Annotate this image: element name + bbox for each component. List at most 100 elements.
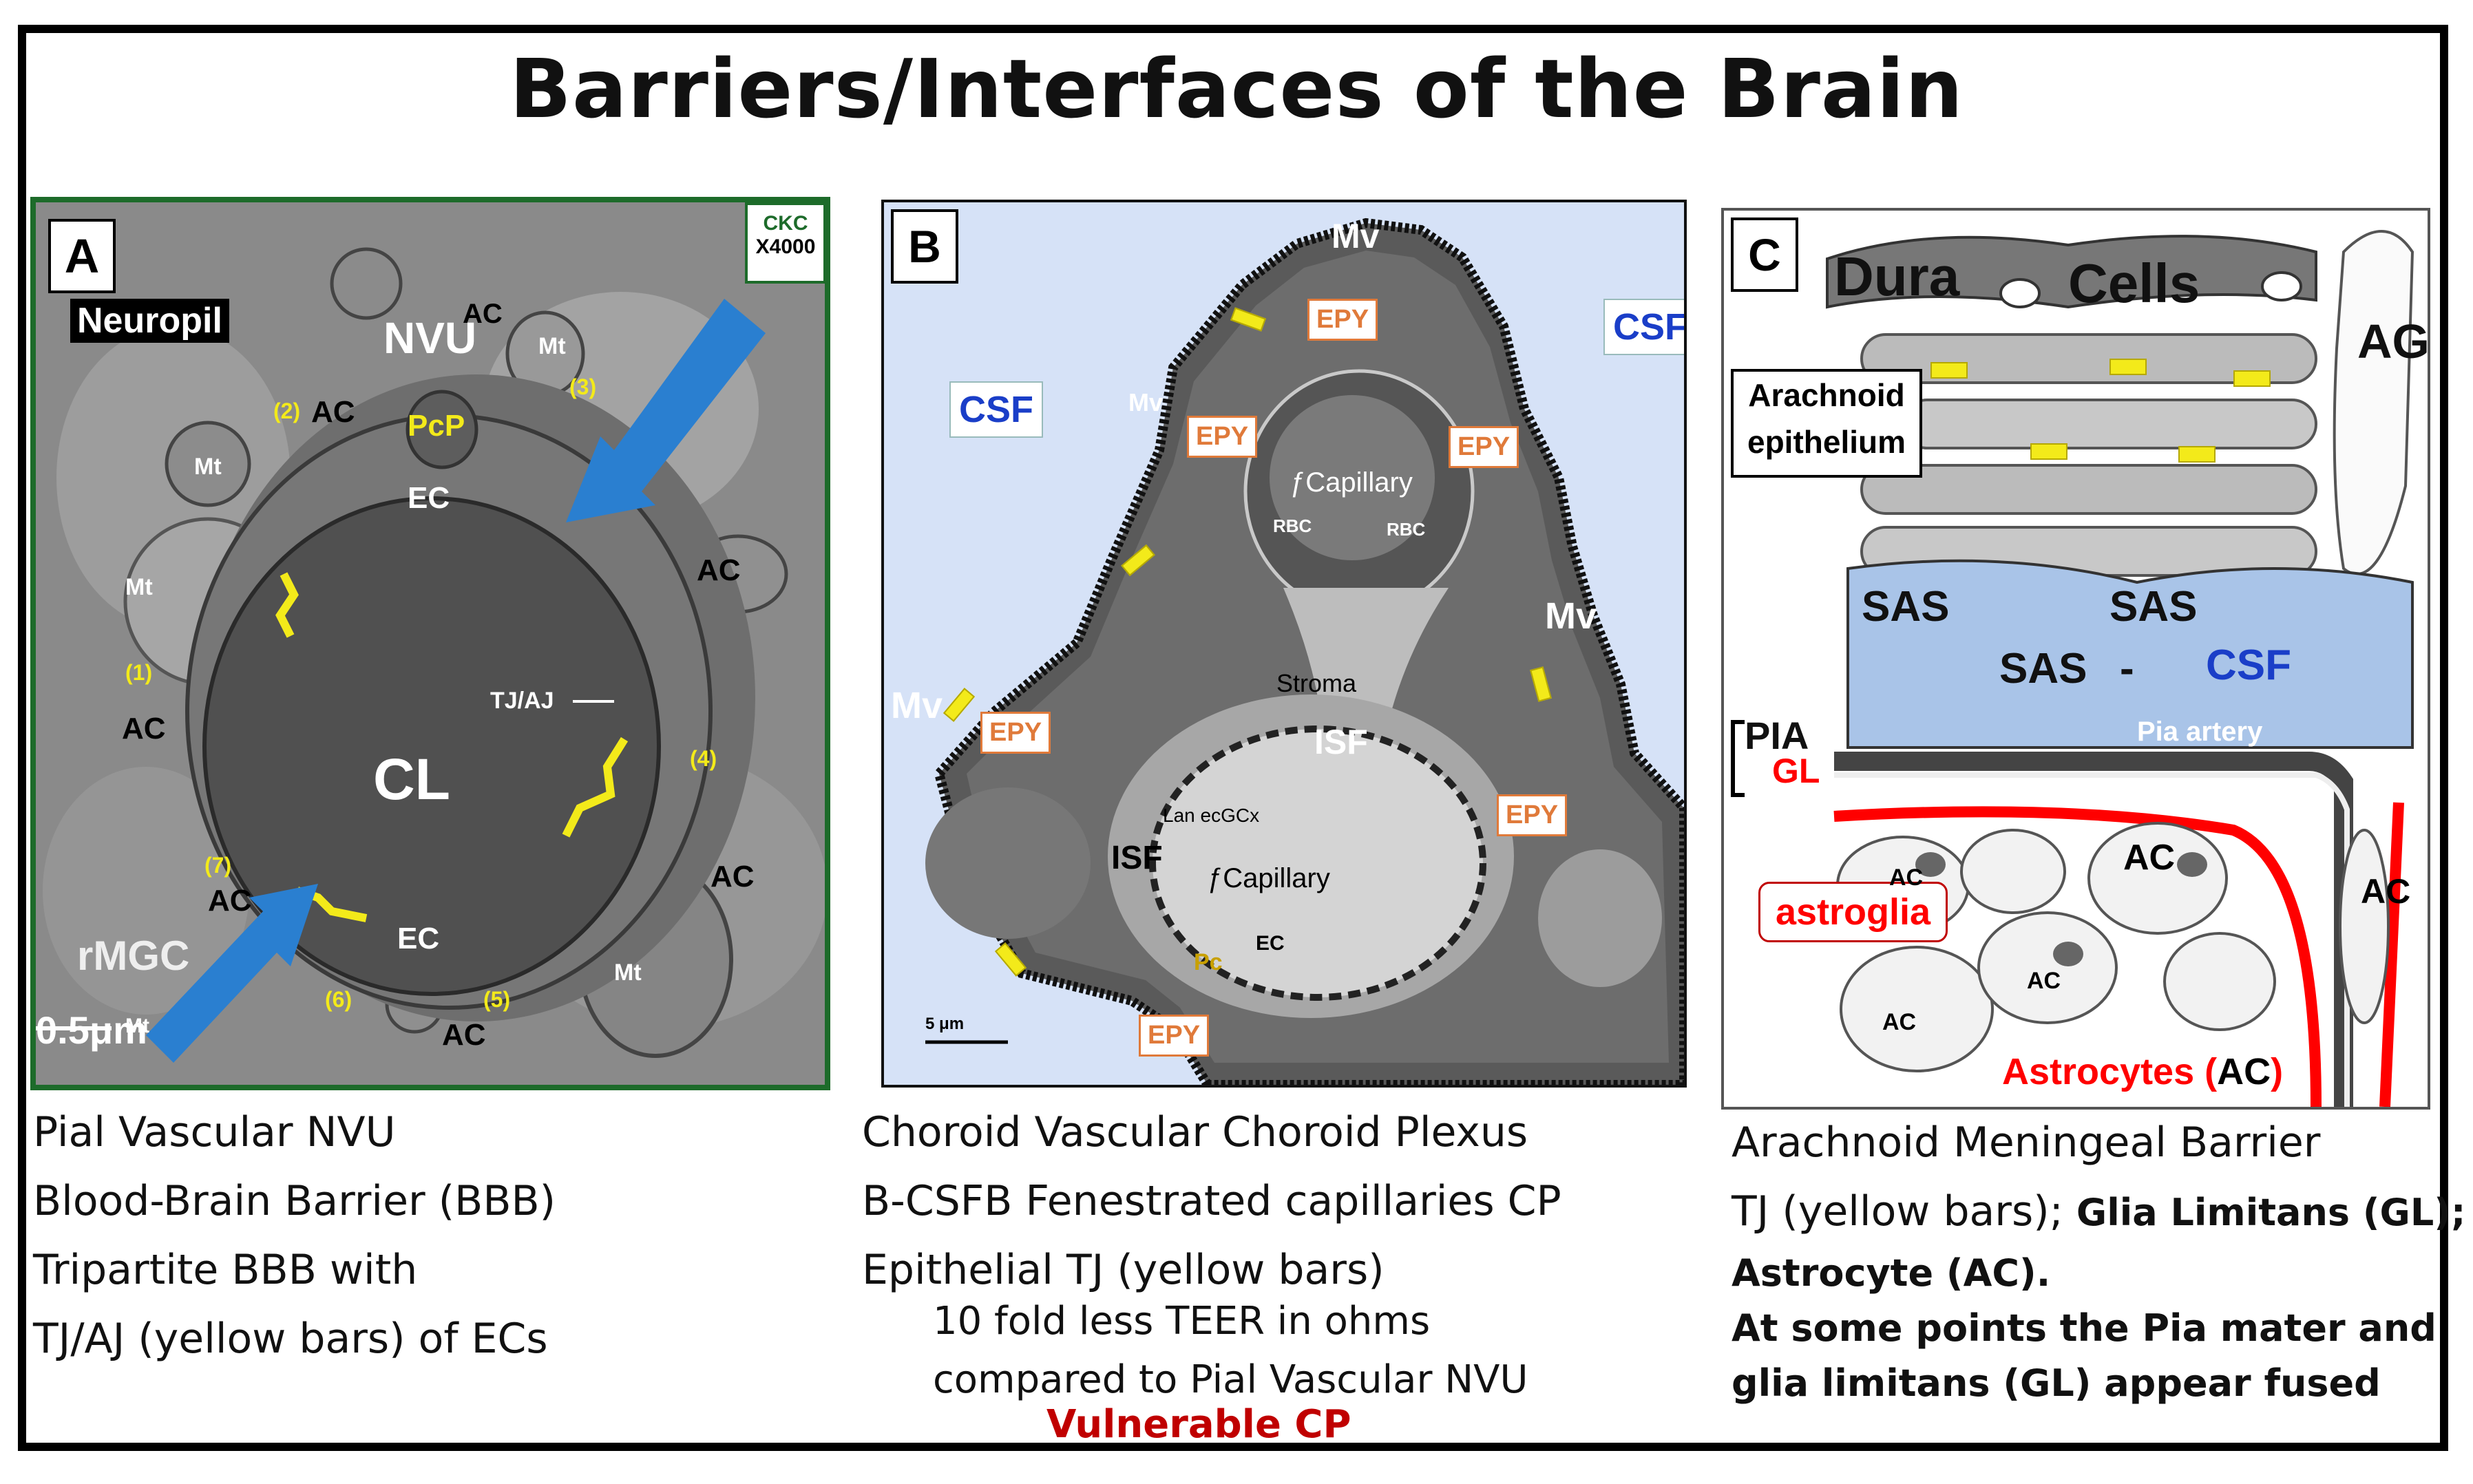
caption-c-line: Arachnoid Meningeal Barrier: [1732, 1119, 2321, 1167]
ec-label: EC: [1256, 932, 1285, 955]
region-number-label: (5): [483, 987, 511, 1012]
panel-b-letter: B: [891, 209, 958, 284]
ac-label: AC: [697, 553, 741, 587]
tj-yellow-bar: [1930, 362, 1968, 379]
pcp-label: PcP: [408, 409, 465, 443]
ac-label: AC: [442, 1018, 486, 1052]
panel-c-drawing: [1826, 230, 2414, 1107]
region-number-label: (3): [569, 374, 597, 399]
pia-bracket: [1731, 720, 1745, 797]
capillary-bottom-label: ƒCapillary: [1208, 863, 1330, 893]
region-number-label: (7): [204, 853, 232, 878]
caption-c-line: At some points the Pia mater and: [1732, 1306, 2437, 1350]
ac-label: AC: [311, 395, 355, 429]
rbc-right-label: RBC: [1387, 519, 1426, 540]
gl-label: GL: [1772, 752, 1820, 790]
mv-label: Mv: [1545, 595, 1597, 637]
magnification-box: CKC X4000: [745, 202, 825, 284]
caption-b-line: Choroid Vascular Choroid Plexus: [862, 1108, 1528, 1156]
caption-b-sub-line: 10 fold less TEER in ohms: [933, 1299, 1431, 1344]
mt-label: Mt: [194, 454, 222, 480]
arachnoid-epithelium-box: Arachnoid epithelium: [1731, 369, 1922, 478]
ckc-label: CKC: [763, 212, 808, 235]
rbc-left-label: RBC: [1273, 516, 1312, 536]
stroma-label: Stroma: [1276, 669, 1357, 697]
panel-a-drawing: [36, 202, 825, 1085]
lan-ecgcx-label: Lan ecGCx: [1163, 805, 1260, 826]
ac-label: AC: [463, 299, 503, 329]
isf-left-label: ISF: [1111, 840, 1163, 876]
tj-yellow-bar: [2030, 443, 2067, 460]
sas-dash-label: -: [2120, 645, 2134, 692]
isf-top-label: ISF: [1314, 723, 1368, 761]
cells-label: Cells: [2068, 253, 2200, 314]
figure-title: Barriers/Interfaces of the Brain: [509, 41, 1964, 136]
mv-label: Mv: [1332, 217, 1380, 255]
mt-label: Mt: [614, 960, 642, 986]
cl-label: CL: [373, 747, 450, 812]
ac-label: AC: [711, 860, 755, 893]
panel-a-letter: A: [48, 219, 116, 293]
capillary-top-label: ƒCapillary: [1290, 467, 1413, 498]
tj-yellow-bar: [2233, 370, 2271, 387]
epy-label: EPY: [1449, 426, 1519, 468]
astroglia-label: astroglia: [1758, 882, 1948, 942]
mt-label: Mt: [538, 333, 566, 359]
sas-label-2: SAS: [2109, 583, 2198, 630]
region-number-label: (1): [125, 660, 153, 685]
astrocytes-ac-text: AC: [2217, 1051, 2271, 1092]
mv-label: Mv: [1128, 388, 1164, 416]
caption-c-line: glia limitans (GL) appear fused: [1732, 1361, 2381, 1405]
ac-label: AC: [122, 712, 166, 745]
csf-label-right: CSF: [1603, 299, 1684, 355]
panel-a-scale-label: 0.5μm: [36, 1008, 147, 1052]
pia-artery-label: Pia artery: [2137, 717, 2263, 747]
panel-a-micrograph: A Neuropil CKC X4000 NVU PcP EC CL TJ/AJ…: [30, 197, 830, 1090]
mt-label: Mt: [125, 1015, 149, 1037]
ac-label: AC: [2123, 838, 2176, 878]
region-number-label: (6): [325, 987, 352, 1012]
epy-label: EPY: [1497, 794, 1568, 836]
sas-label-1: SAS: [1862, 583, 1950, 630]
caption-b-line: B-CSFB Fenestrated capillaries CP: [862, 1177, 1561, 1225]
panel-c-letter: C: [1731, 218, 1798, 292]
caption-a-line: Pial Vascular NVU: [33, 1108, 396, 1156]
caption-c-gl-text: Glia Limitans (GL);: [2076, 1191, 2466, 1234]
mv-label: Mv: [891, 685, 943, 726]
csf-label-left: CSF: [949, 381, 1043, 438]
ac-label: AC: [2361, 872, 2411, 911]
astrocytes-label: Astrocytes (AC): [1999, 1050, 2286, 1093]
caption-b-line: Epithelial TJ (yellow bars): [862, 1246, 1385, 1294]
pc-label: Pc: [1194, 949, 1223, 975]
panel-b-micrograph: B CSF CSF Mv Mv Mv Mv EPY EPY EPY EPY EP…: [881, 200, 1687, 1088]
rmgc-label: rMGC: [77, 933, 190, 979]
ec-bottom-label: EC: [397, 922, 440, 955]
tj-aj-label: TJ/AJ: [490, 688, 554, 714]
caption-a-line: Tripartite BBB with: [33, 1246, 418, 1294]
epithelium-label: epithelium: [1747, 424, 1906, 460]
panel-c-diagram: C Dura Cells AG Arachnoid epithelium SAS…: [1721, 208, 2430, 1110]
pia-label: PIA: [1745, 714, 1809, 757]
region-number-label: (2): [273, 399, 301, 423]
tj-yellow-bar: [2109, 359, 2147, 375]
caption-c-tj-text: TJ (yellow bars);: [1732, 1187, 2076, 1236]
mt-label: Mt: [125, 574, 153, 600]
ag-label: AG: [2357, 315, 2430, 368]
csf-label: CSF: [2206, 642, 2291, 689]
ac-label: AC: [208, 884, 252, 918]
ac-label: AC: [2027, 968, 2061, 994]
magnification-label: X4000: [755, 235, 816, 258]
arachnoid-label: Arachnoid: [1748, 377, 1905, 413]
ac-label: AC: [1889, 865, 1924, 891]
dura-label: Dura: [1834, 246, 1960, 307]
tj-yellow-bar: [2178, 446, 2216, 463]
panel-b-scale-label: 5 μm: [925, 1015, 965, 1033]
caption-a-line: Blood-Brain Barrier (BBB): [33, 1177, 556, 1225]
epy-label: EPY: [980, 712, 1051, 754]
neuropil-label: Neuropil: [70, 299, 229, 343]
region-number-label: (4): [690, 746, 717, 771]
caption-c-line: TJ (yellow bars); Glia Limitans (GL);: [1732, 1177, 2466, 1247]
astrocytes-text: Astrocytes (: [2002, 1051, 2218, 1092]
astrocytes-close-text: ): [2271, 1051, 2284, 1092]
epy-label: EPY: [1307, 299, 1378, 341]
